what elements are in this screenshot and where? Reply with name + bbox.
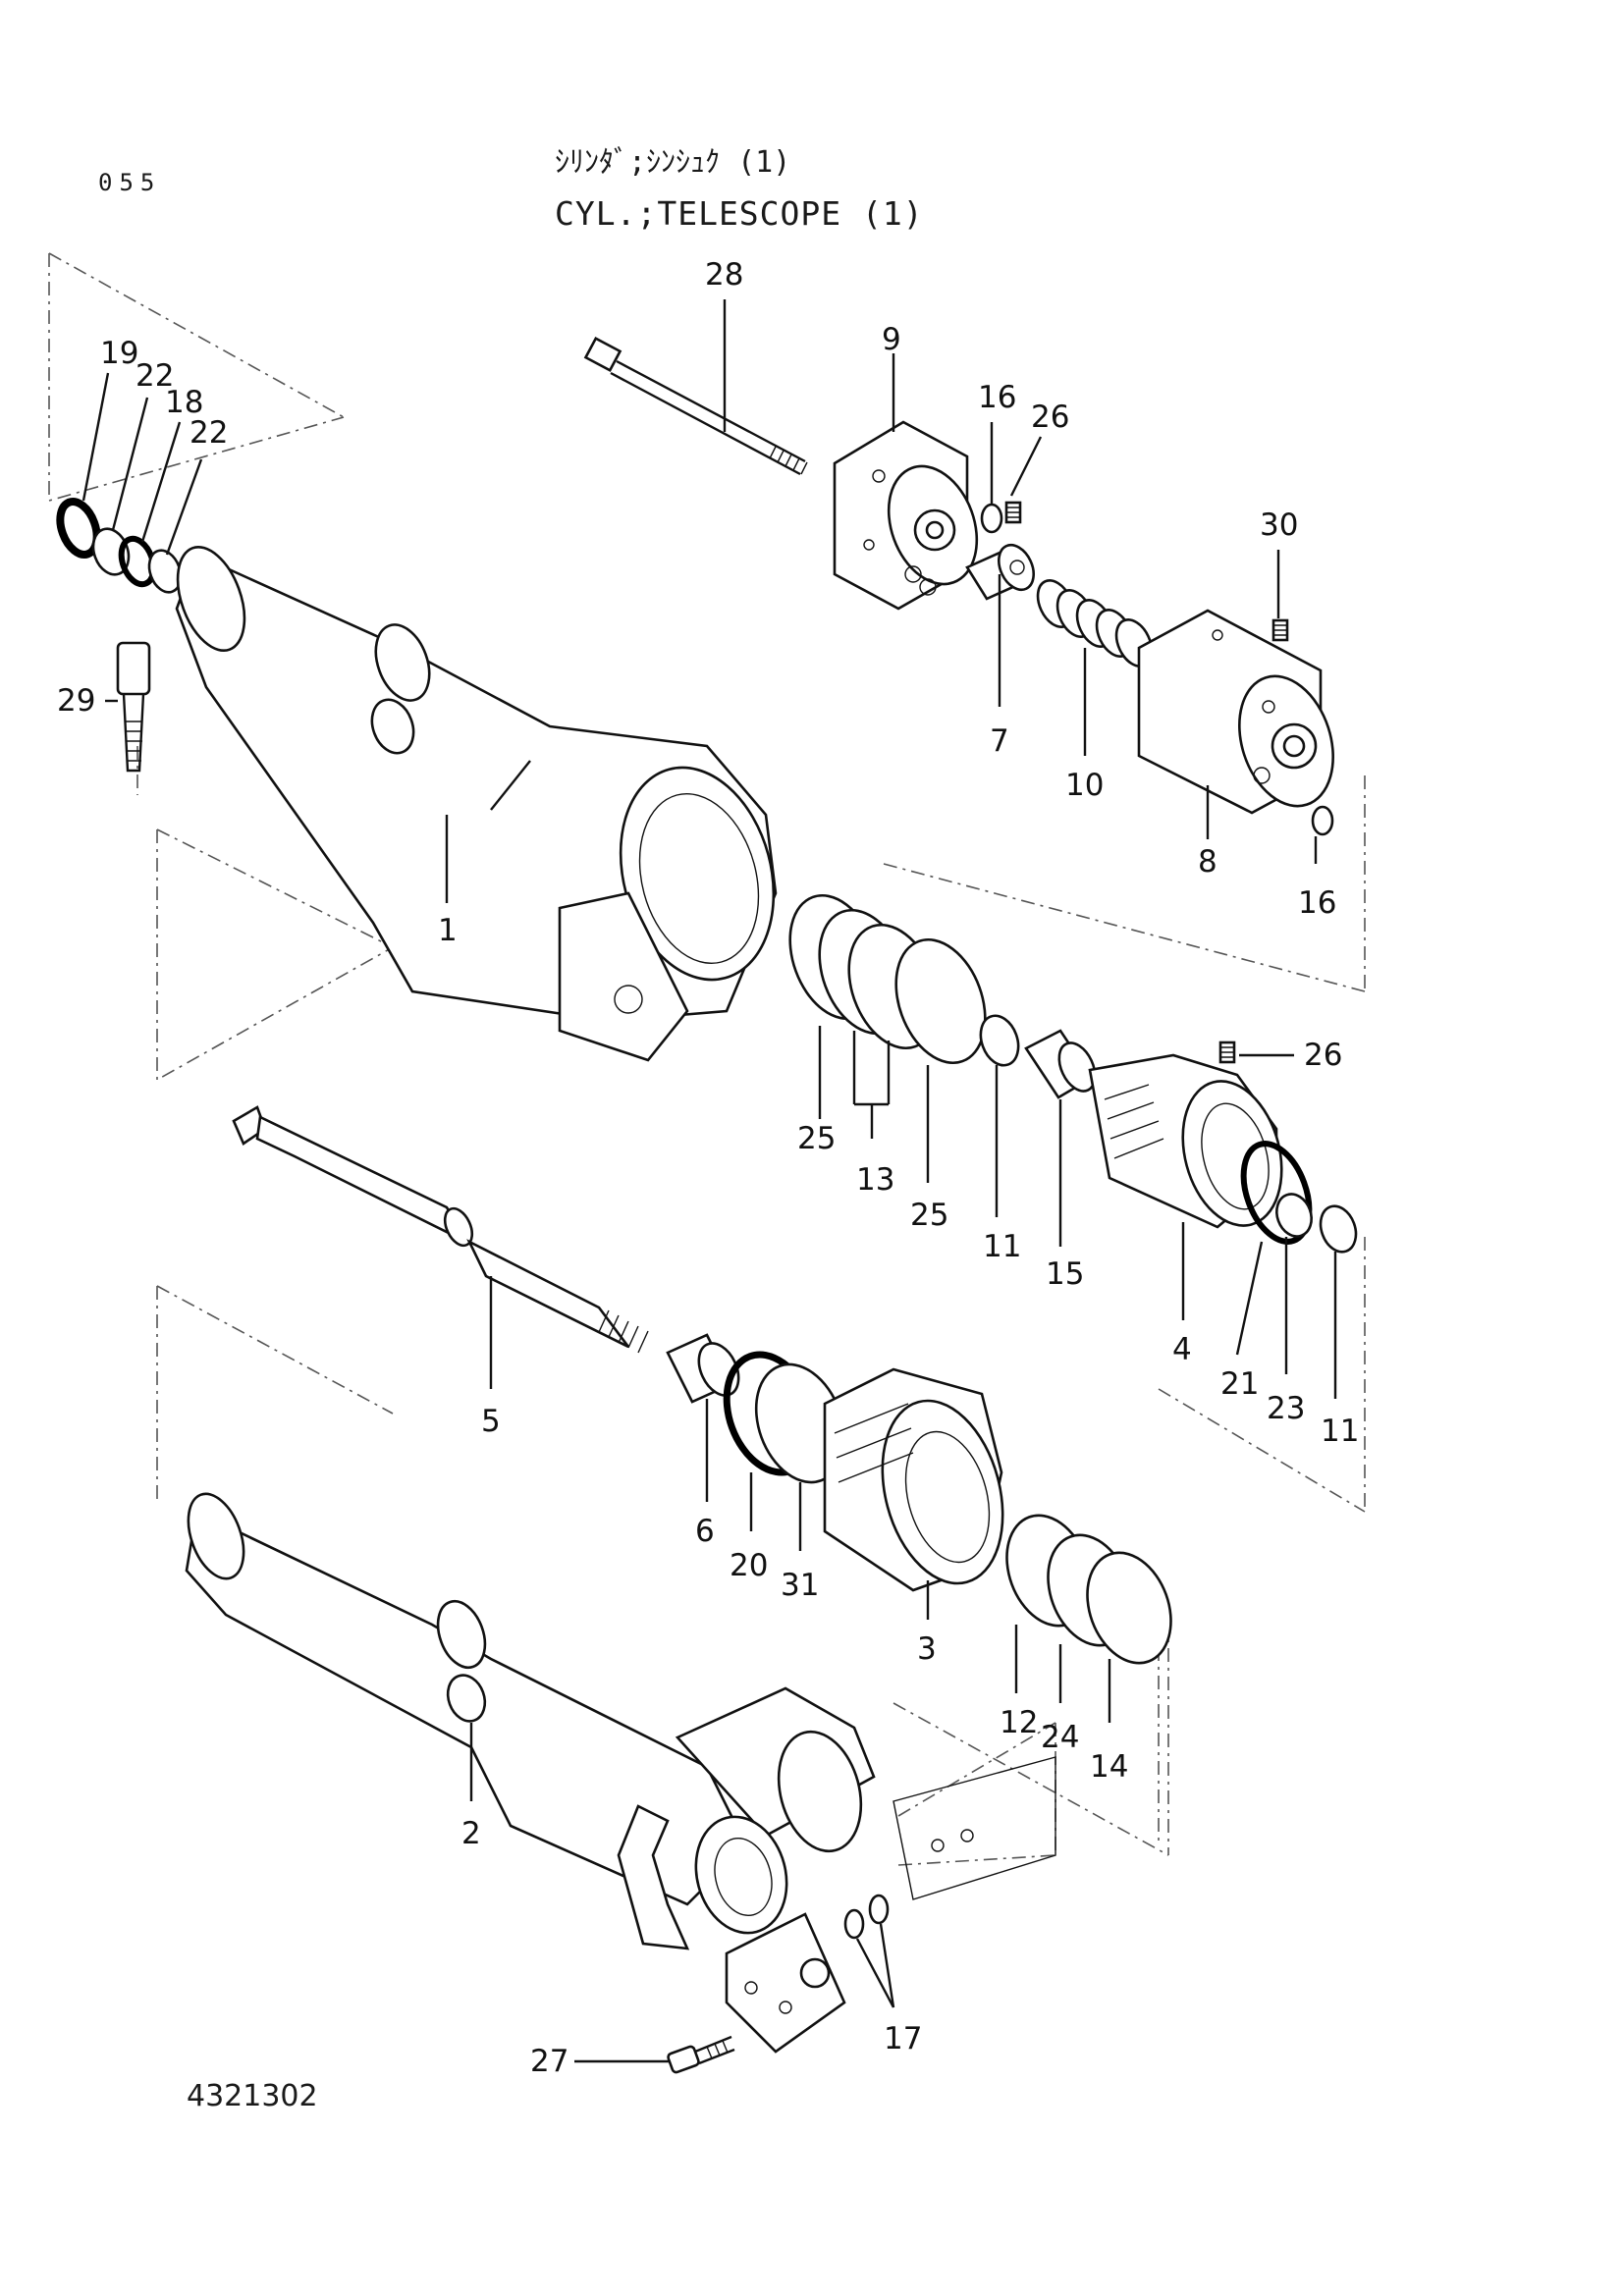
- callout-28: 28: [705, 257, 743, 293]
- assembly-guide-lines: [48, 252, 1366, 1866]
- part-26-set-screw-upper: [1004, 501, 1022, 524]
- callout-21: 21: [1220, 1366, 1259, 1402]
- part-11-ring-upper: [979, 1014, 1020, 1067]
- title-japanese: ｼﾘﾝﾀﾞ;ｼﾝｼｭｸ (1): [555, 145, 791, 180]
- callout-18: 18: [165, 385, 203, 420]
- callout-30: 30: [1260, 507, 1298, 543]
- callout-15: 15: [1046, 1256, 1084, 1292]
- part-8-end-block: [1137, 609, 1334, 815]
- part-14-ring: [1086, 1551, 1172, 1665]
- callout-26-lower: 26: [1304, 1038, 1342, 1073]
- part-1-cylinder-barrel: [175, 546, 778, 1062]
- callout-11-upper: 11: [983, 1229, 1021, 1264]
- callout-25-a: 25: [797, 1121, 836, 1156]
- callout-3: 3: [917, 1631, 937, 1667]
- callout-1: 1: [438, 913, 458, 948]
- callout-23: 23: [1267, 1391, 1305, 1426]
- part-17-o-ring-a: [843, 1908, 865, 1940]
- title-english: CYL.;TELESCOPE (1): [555, 194, 924, 233]
- page-number: 055: [98, 169, 162, 196]
- part-25-ring-b: [894, 937, 987, 1065]
- part-3-piston: [823, 1367, 1004, 1592]
- callout-2: 2: [461, 1816, 481, 1851]
- part-4-gland: [1088, 1053, 1283, 1229]
- callout-6: 6: [695, 1514, 715, 1549]
- part-27-bolt: [667, 2035, 735, 2074]
- callout-4: 4: [1172, 1332, 1192, 1367]
- part-23-ring: [1275, 1193, 1313, 1238]
- callout-14: 14: [1090, 1749, 1128, 1785]
- part-13-packing-set: [788, 893, 987, 1065]
- callout-19: 19: [100, 336, 138, 371]
- callout-22-a: 22: [135, 358, 174, 394]
- callout-29: 29: [57, 683, 95, 719]
- callout-10: 10: [1065, 768, 1104, 803]
- callout-16-upper: 16: [978, 380, 1016, 415]
- part-28-long-bolt: [583, 336, 808, 476]
- callout-24: 24: [1041, 1720, 1079, 1755]
- part-16-o-ring-upper: [980, 503, 1003, 534]
- leader-lines: [81, 299, 1337, 2063]
- part-17-o-ring-b: [868, 1894, 890, 1925]
- part-16-o-ring-lower: [1311, 805, 1334, 836]
- callout-5: 5: [481, 1404, 501, 1439]
- callout-12: 12: [1000, 1705, 1038, 1740]
- callout-22-b: 22: [189, 415, 228, 451]
- callout-25-b: 25: [910, 1198, 948, 1233]
- callout-17: 17: [884, 2021, 922, 2056]
- part-5-piston-rod: [232, 1105, 649, 1354]
- part-10-spring: [1036, 579, 1154, 667]
- callout-20: 20: [730, 1548, 768, 1583]
- callout-9: 9: [882, 322, 901, 357]
- part-26-set-screw-lower: [1218, 1041, 1236, 1064]
- part-29-socket-bolt: [116, 641, 151, 773]
- callout-31: 31: [781, 1568, 819, 1603]
- part-2-inner-cylinder: [185, 1492, 1056, 2054]
- callout-8: 8: [1198, 844, 1217, 880]
- part-30-set-screw: [1271, 618, 1289, 642]
- callout-16-lower: 16: [1298, 885, 1336, 921]
- callout-26-upper: 26: [1031, 400, 1069, 435]
- part-15-bushing: [1024, 1029, 1097, 1099]
- callout-27: 27: [530, 2044, 568, 2079]
- callout-11-lower: 11: [1321, 1414, 1359, 1449]
- part-19-snap-ring: [56, 498, 101, 559]
- drawing-number: 4321302: [187, 2079, 318, 2113]
- part-7-sleeve: [965, 543, 1035, 601]
- part-21-seal: [1240, 1141, 1313, 1245]
- callout-13: 13: [856, 1162, 894, 1198]
- part-9-valve-block: [833, 420, 979, 611]
- callout-labels: 28 9 16 26 30 7 10 8 16 19 22 18 22 29 1…: [57, 257, 1359, 2079]
- part-11-ring-lower: [1319, 1204, 1358, 1254]
- callout-7: 7: [990, 723, 1009, 759]
